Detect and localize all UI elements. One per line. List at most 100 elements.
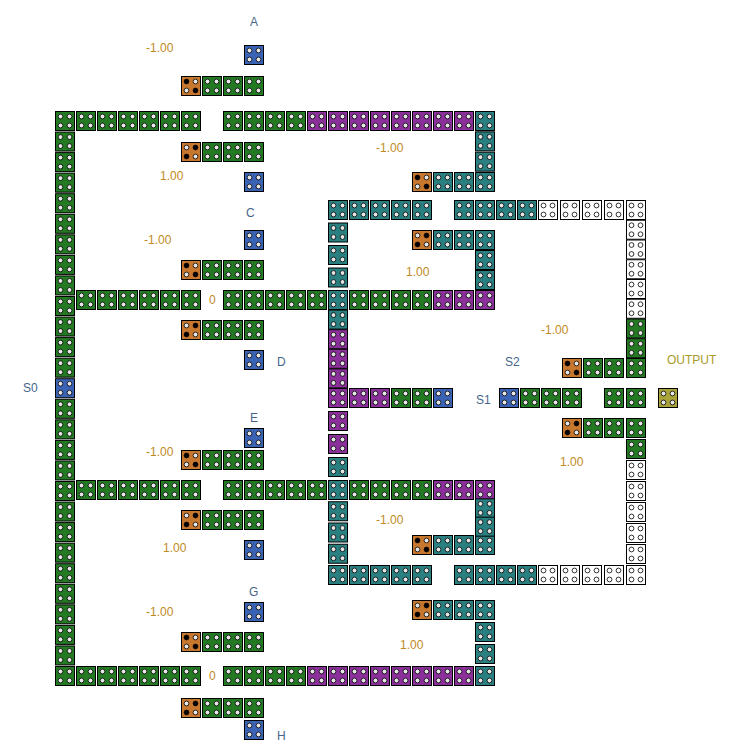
cell-dot — [58, 587, 63, 592]
qca-cell — [476, 517, 495, 536]
cell-dot — [424, 123, 429, 128]
cell-dot — [382, 577, 387, 582]
cell-dot — [415, 114, 420, 119]
cell-dot — [340, 492, 345, 497]
cell-body — [627, 201, 646, 220]
cell-body — [497, 201, 516, 220]
qca-cell — [56, 646, 75, 665]
cell-dot — [424, 603, 429, 608]
cell-dot — [130, 669, 135, 674]
cell-dot — [100, 483, 105, 488]
cell-dot — [58, 658, 63, 663]
cell-body — [224, 112, 243, 131]
cell-dot — [382, 483, 387, 488]
polarization-value: 0 — [209, 293, 216, 307]
cell-dot — [340, 414, 345, 419]
qca-cell — [561, 201, 580, 220]
cell-dot — [163, 114, 168, 119]
cell-dot — [58, 308, 63, 313]
qca-cell — [56, 523, 75, 542]
cell-dot — [638, 370, 643, 375]
cell-dot — [478, 577, 483, 582]
cell-dot — [373, 492, 378, 497]
cell-dot — [67, 164, 72, 169]
cell-body — [476, 271, 495, 290]
cell-dot — [445, 391, 450, 396]
cell-dot — [193, 483, 198, 488]
qca-cell — [605, 566, 624, 585]
cell-dot — [67, 258, 72, 263]
cell-dot — [585, 203, 590, 208]
cell-dot — [184, 302, 189, 307]
cell-dot — [424, 678, 429, 683]
cell-dot — [553, 400, 558, 405]
cell-dot — [319, 114, 324, 119]
cell-dot — [235, 669, 240, 674]
cell-dot — [529, 212, 534, 217]
cell-dot — [247, 492, 252, 497]
cell-dot — [638, 430, 643, 435]
cell-dot — [361, 483, 366, 488]
cell-dot — [289, 483, 294, 488]
cell-dot — [487, 520, 492, 525]
cell-body — [308, 667, 327, 686]
qca-cell — [245, 451, 264, 470]
cell-dot — [629, 203, 634, 208]
cell-dot — [67, 381, 72, 386]
cell-dot — [331, 460, 336, 465]
qca-cell — [392, 566, 411, 585]
cell-dot — [466, 302, 471, 307]
cell-body — [56, 543, 75, 562]
cell-body — [245, 541, 264, 560]
cell-dot — [79, 114, 84, 119]
cell-body — [119, 667, 138, 686]
cell-dot — [58, 299, 63, 304]
cell-dot — [214, 635, 219, 640]
cell-dot — [361, 212, 366, 217]
cell-body — [245, 429, 264, 448]
cell-dot — [478, 625, 483, 630]
cell-dot — [415, 233, 420, 238]
qca-cell — [476, 112, 495, 131]
cell-dot — [193, 644, 198, 649]
cell-dot — [478, 242, 483, 247]
cell-dot — [415, 603, 420, 608]
cell-dot — [184, 145, 189, 150]
polarization-value: -1.00 — [146, 605, 173, 619]
cell-dot — [172, 483, 177, 488]
cell-dot — [340, 123, 345, 128]
cell-dot — [331, 361, 336, 366]
cell-dot — [268, 669, 273, 674]
cell-dot — [247, 552, 252, 557]
qca-cell — [56, 440, 75, 459]
cell-dot — [340, 322, 345, 327]
cell-dot — [100, 293, 105, 298]
cell-body — [605, 201, 624, 220]
cell-dot — [607, 421, 612, 426]
cell-dot — [226, 293, 231, 298]
cell-dot — [247, 440, 252, 445]
cell-dot — [319, 302, 324, 307]
cell-dot — [67, 176, 72, 181]
cell-dot — [629, 271, 634, 276]
cell-dot — [151, 678, 156, 683]
cell-dot — [502, 400, 507, 405]
cell-dot — [607, 361, 612, 366]
cell-dot — [616, 400, 621, 405]
cell-dot — [638, 451, 643, 456]
cell-dot — [184, 323, 189, 328]
cell-body — [266, 291, 285, 310]
qca-cell — [413, 291, 432, 310]
cell-dot — [58, 464, 63, 469]
cell-dot — [256, 678, 261, 683]
cell-body — [245, 603, 264, 622]
qca-cell — [329, 502, 348, 521]
cell-dot — [331, 271, 336, 276]
cell-dot — [340, 341, 345, 346]
cell-dot — [340, 293, 345, 298]
cell-dot — [247, 635, 252, 640]
cell-dot — [424, 114, 429, 119]
cell-body — [627, 280, 646, 299]
cell-dot — [331, 446, 336, 451]
qca-cell — [434, 601, 453, 620]
